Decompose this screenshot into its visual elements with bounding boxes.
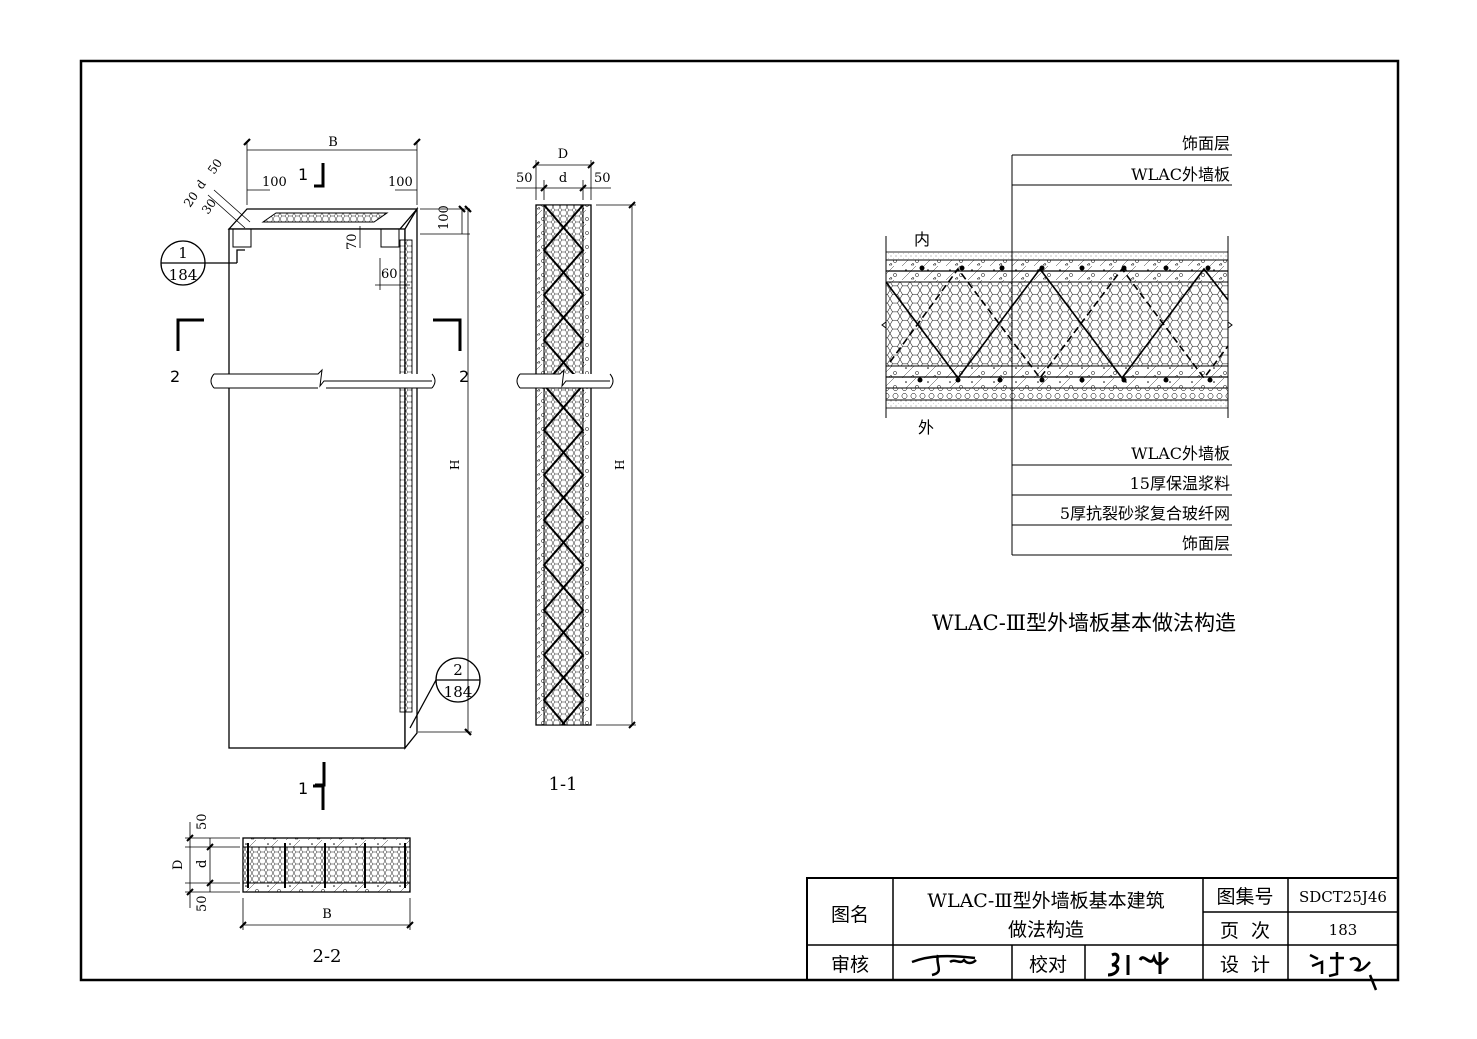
outside-label: 外 — [918, 418, 934, 437]
title-block — [806, 877, 1399, 991]
layer-label-wlac-top: WLAC外墙板 — [1131, 165, 1230, 184]
dim-60: 60 — [381, 267, 398, 282]
section-1-1-title: 1-1 — [549, 774, 578, 795]
dim-50: 50 — [205, 156, 225, 177]
wall-detail — [881, 154, 1233, 556]
dim-h: H — [613, 460, 627, 470]
designer-signature — [1309, 952, 1378, 991]
dim-20: 20 — [181, 189, 201, 210]
dim-30: 30 — [199, 196, 219, 217]
checker-signature — [1107, 952, 1170, 977]
dim-70: 70 — [345, 233, 360, 250]
dim-50-left: 50 — [516, 171, 533, 186]
dim-50-top: 50 — [195, 813, 210, 830]
callout-2-page: 184 — [444, 683, 473, 701]
section-mark-2-left: 2 — [170, 367, 180, 386]
inside-label: 内 — [914, 230, 930, 249]
dim-100-right: 100 — [388, 175, 413, 190]
review-label: 审核 — [831, 954, 869, 976]
dim-b: B — [328, 135, 338, 150]
dim-50-bottom: 50 — [195, 895, 210, 912]
page-label: 页 次 — [1220, 920, 1270, 942]
page-value: 183 — [1329, 921, 1358, 939]
layer-label-anticrack-mortar: 5厚抗裂砂浆复合玻纤网 — [1060, 504, 1230, 523]
check-label: 校对 — [1029, 954, 1067, 976]
section-2-2-title: 2-2 — [313, 946, 342, 967]
atlas-number-label: 图集号 — [1216, 886, 1273, 908]
drawing-name-line1: WLAC-Ⅲ型外墙板基本建筑 — [927, 890, 1164, 912]
reviewer-signature — [911, 954, 977, 977]
section-mark-1-top: 1 — [298, 165, 308, 184]
dim-d-outer: D — [171, 860, 186, 870]
wall-detail-labels: 内 外 饰面层 WLAC外墙板 WLAC外墙板 15厚保温浆料 5厚抗裂砂浆复合… — [914, 134, 1236, 635]
callout-2-number: 2 — [453, 661, 463, 679]
layer-label-insulation-mortar: 15厚保温浆料 — [1130, 474, 1230, 493]
sheet-border — [79, 59, 1400, 982]
elevation-labels: B 100 100 100 20 d 50 30 70 60 H 1 1 2 2… — [169, 135, 473, 798]
callout-1-number: 1 — [178, 244, 188, 262]
dim-h: H — [448, 460, 462, 470]
section-1-1-labels: D 50 d 50 H 1-1 — [516, 147, 627, 795]
dim-d-upper: D — [558, 147, 568, 162]
section-mark-1-bottom: 1 — [298, 779, 308, 798]
section-mark-2-right: 2 — [459, 367, 469, 386]
panel-elevation — [160, 138, 481, 810]
drawing-name-label: 图名 — [831, 904, 869, 926]
section-2-2-labels: 50 D d 50 B 2-2 — [171, 813, 342, 967]
dim-d-lower: d — [559, 171, 567, 186]
dim-b: B — [322, 907, 332, 922]
atlas-number-value: SDCT25J46 — [1299, 888, 1387, 906]
dim-100-side: 100 — [437, 205, 452, 230]
title-block-text: 图名 WLAC-Ⅲ型外墙板基本建筑 做法构造 图集号 SDCT25J46 页 次… — [831, 886, 1387, 976]
detail-caption: WLAC-Ⅲ型外墙板基本做法构造 — [932, 611, 1236, 635]
dim-100-left: 100 — [262, 175, 287, 190]
section-1-1 — [516, 160, 636, 729]
layer-label-finish-top: 饰面层 — [1182, 134, 1230, 153]
design-label: 设 计 — [1220, 954, 1270, 976]
dim-d-inner: d — [195, 860, 210, 868]
section-2-2 — [185, 822, 414, 930]
dim-50-right: 50 — [594, 171, 611, 186]
dim-d: d — [193, 177, 209, 192]
layer-label-finish: 饰面层 — [1182, 534, 1230, 553]
callout-1-page: 184 — [169, 266, 198, 284]
drawing-name-line2: 做法构造 — [1008, 919, 1084, 941]
layer-label-wlac: WLAC外墙板 — [1131, 444, 1230, 463]
